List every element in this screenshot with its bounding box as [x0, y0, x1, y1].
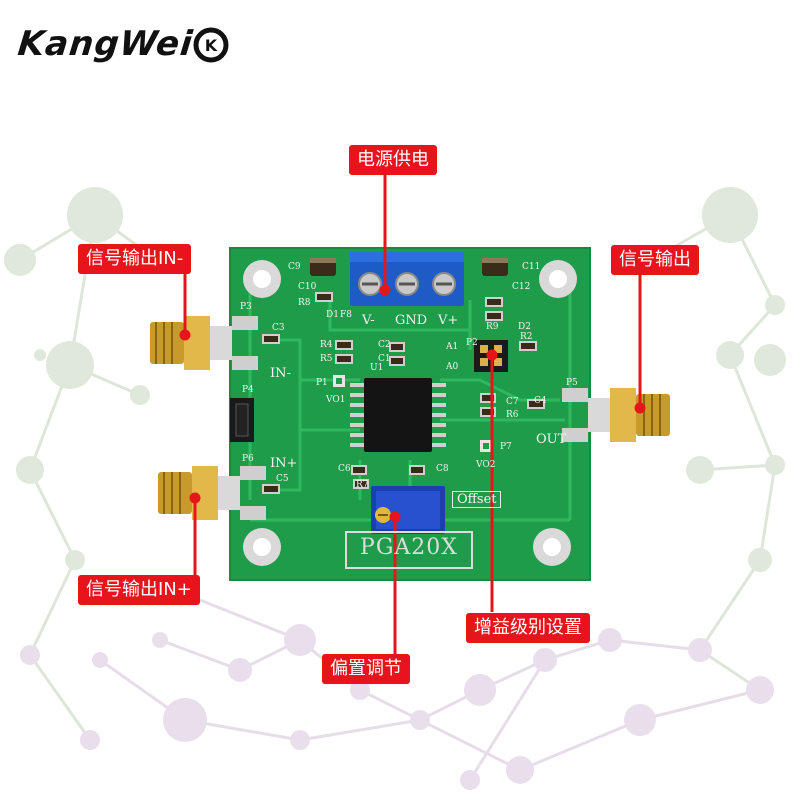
silk-in-plus: IN+ — [270, 456, 298, 471]
silk-p5: P5 — [566, 378, 578, 388]
sma-connector-in-minus — [150, 316, 258, 370]
silk-c6: C6 — [338, 464, 351, 474]
silk-vo2: VO2 — [476, 460, 496, 470]
callout-in-plus: 信号输出IN+ — [78, 575, 200, 605]
silk-r2: R2 — [520, 332, 533, 342]
silk-d2: D2 — [518, 322, 531, 332]
silk-c8: C8 — [436, 464, 449, 474]
silk-offset: Offset — [452, 491, 502, 508]
silk-p2: P2 — [466, 338, 478, 348]
silk-c12: C12 — [512, 282, 531, 292]
silk-c5: C5 — [276, 474, 289, 484]
p4-jumper — [230, 398, 254, 442]
callout-gain-setting: 增益级别设置 — [466, 613, 590, 643]
silk-v-plus: V+ — [438, 313, 459, 328]
silk-r9: R9 — [486, 322, 499, 332]
silk-in-minus: IN- — [270, 366, 291, 381]
silk-out: OUT — [536, 432, 567, 447]
silk-p7: P7 — [500, 442, 512, 452]
silk-gnd: GND — [395, 313, 428, 328]
silk-r5: R5 — [320, 354, 333, 364]
electrolytic-capacitors — [310, 258, 508, 276]
smd-components — [262, 292, 545, 494]
board-model-label: PGA20X — [345, 531, 473, 569]
silk-c9: C9 — [288, 262, 301, 272]
mounting-holes — [243, 260, 577, 566]
silk-vo1: VO1 — [326, 395, 346, 405]
silk-r8: R8 — [298, 298, 311, 308]
silk-p1: P1 — [316, 378, 328, 388]
silk-c7: C7 — [506, 397, 519, 407]
offset-potentiometer — [371, 486, 445, 534]
silk-c10: C10 — [298, 282, 317, 292]
silk-p3: P3 — [240, 302, 252, 312]
silk-r4: R4 — [320, 340, 333, 350]
callout-in-minus: 信号输出IN- — [78, 244, 192, 274]
callout-offset-adjust: 偏置调节 — [322, 654, 410, 684]
brand-logo-icon: K — [193, 27, 229, 63]
silk-u1: U1 — [370, 363, 384, 373]
power-terminal-block — [350, 252, 464, 306]
silk-c11: C11 — [522, 262, 541, 272]
silk-c2: C2 — [378, 340, 391, 350]
silk-f8: F8 — [340, 310, 352, 320]
callout-power-supply: 电源供电 — [349, 145, 437, 175]
silk-r6: R6 — [506, 410, 519, 420]
silk-d1: D1 — [326, 310, 339, 320]
silk-c4: C4 — [534, 396, 547, 406]
silk-c1: C1 — [378, 354, 391, 364]
main-ic-chip — [350, 378, 446, 452]
silk-p6: P6 — [242, 454, 254, 464]
silk-c3: C3 — [272, 323, 285, 333]
test-points — [333, 375, 492, 452]
sma-connector-out — [562, 388, 670, 442]
callout-output: 信号输出 — [611, 245, 699, 275]
silk-p4: P4 — [242, 385, 254, 395]
silk-r7: R7 — [356, 480, 369, 490]
sma-connector-in-plus — [158, 466, 266, 520]
callout-leader-lines — [179, 172, 646, 654]
silk-a1: A1 — [446, 342, 459, 352]
silk-a0: A0 — [446, 362, 459, 372]
svg-text:K: K — [205, 36, 218, 55]
silk-v-minus: V- — [362, 313, 375, 328]
